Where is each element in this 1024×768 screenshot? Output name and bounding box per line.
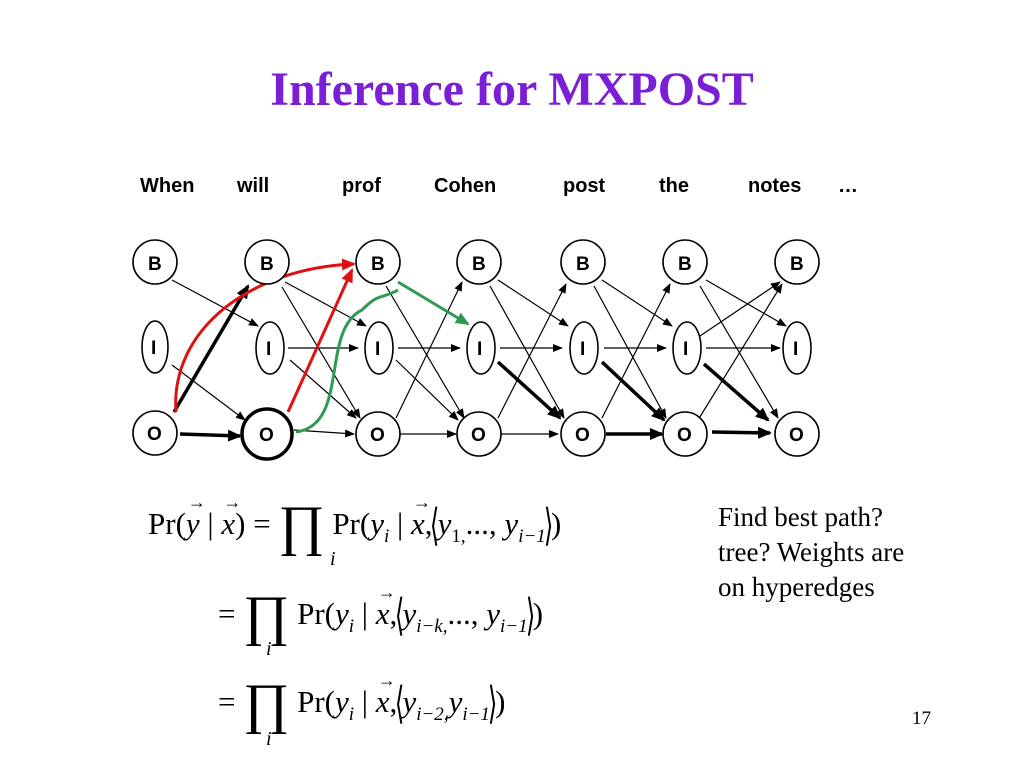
edge [593, 285, 667, 419]
edge [284, 281, 367, 327]
red-path-upper [174, 258, 356, 413]
edge [395, 281, 463, 419]
node-i-col6: I [782, 321, 812, 375]
bold-edges [172, 284, 772, 442]
product-index-3: i [266, 728, 272, 750]
word-prof: prof [342, 175, 381, 197]
svg-text:O: O [259, 425, 274, 446]
node-b-col2: B [355, 239, 401, 285]
svg-text:I: I [266, 339, 271, 360]
word-when: When [140, 175, 194, 197]
edge [699, 281, 781, 337]
word-post: post [563, 175, 606, 197]
bold-edge [702, 362, 770, 422]
edge [385, 285, 465, 419]
node-o-col4: O [560, 411, 606, 457]
product-symbol: ∏ [278, 495, 325, 557]
node-o-col1: O [240, 407, 294, 461]
thin-edges [171, 279, 787, 438]
bold-edge [711, 426, 772, 439]
edge [601, 283, 671, 419]
edge [489, 285, 565, 419]
edge [395, 359, 459, 421]
lattice-diagram: When will prof Cohen post the notes … [132, 175, 858, 461]
edge [705, 279, 787, 327]
node-b-col3: B [456, 239, 502, 285]
edge [497, 283, 567, 419]
node-i-col0: I [141, 320, 169, 374]
bold-edge [179, 429, 242, 442]
node-b-col4: B [560, 239, 606, 285]
edge [601, 279, 673, 327]
equation-line-1: Pr(y | x) = ∏ Pr(yi | x,⟨y1,..., yi−1⟩) [148, 492, 561, 557]
product-index-2: i [266, 638, 272, 660]
node-o-col2: O [355, 411, 401, 457]
edge [171, 364, 246, 421]
red-path-lower [286, 268, 354, 413]
side-note-line: on hyperedges [718, 572, 875, 602]
product-index-1: i [330, 548, 336, 570]
svg-text:O: O [147, 424, 162, 445]
word-the: the [659, 175, 689, 197]
svg-text:B: B [148, 254, 162, 275]
word-cohen: Cohen [434, 175, 496, 197]
node-o-col0: O [132, 410, 178, 456]
svg-text:O: O [789, 425, 804, 446]
svg-text:O: O [575, 425, 590, 446]
node-b-col0: B [132, 239, 178, 285]
bold-edge [172, 284, 250, 413]
svg-text:B: B [790, 254, 804, 275]
svg-text:I: I [375, 339, 380, 360]
svg-text:O: O [677, 425, 692, 446]
node-b-col1: B [244, 239, 290, 285]
word-will: will [236, 175, 269, 197]
side-note-line: tree? Weights are [718, 537, 905, 567]
svg-text:O: O [471, 425, 486, 446]
node-o-col5: O [662, 411, 708, 457]
svg-text:B: B [472, 254, 486, 275]
node-b-col6: B [774, 239, 820, 285]
svg-text:B: B [576, 254, 590, 275]
page-number: 17 [912, 708, 931, 729]
bold-edge [496, 360, 562, 420]
side-note: Find best path? tree? Weights are on hyp… [718, 500, 978, 605]
edge [289, 359, 357, 419]
svg-text:O: O [370, 425, 385, 446]
side-note-line: Find best path? [718, 502, 883, 532]
node-i-col1: I [255, 321, 285, 375]
svg-text:I: I [683, 339, 688, 360]
svg-text:B: B [371, 254, 385, 275]
node-o-col3: O [456, 411, 502, 457]
svg-text:I: I [151, 338, 156, 359]
equation-line-2: = ∏ Pr(yi | x,⟨yi−k,..., yi−1⟩) [218, 582, 543, 647]
green-path-curve [295, 288, 399, 434]
word-notes: notes [748, 175, 801, 197]
node-b-col5: B [662, 239, 708, 285]
slide-title: Inference for MXPOST [270, 63, 754, 116]
edge [497, 279, 569, 327]
product-symbol: ∏ [243, 585, 290, 647]
edge [281, 286, 361, 419]
bold-edge [600, 360, 666, 422]
node-o-col6: O [774, 411, 820, 457]
node-i-col2: I [364, 321, 394, 375]
node-i-col3: I [466, 321, 496, 375]
svg-text:B: B [260, 254, 274, 275]
product-symbol: ∏ [243, 673, 290, 735]
equation-line-3: = ∏ Pr(yi | x,⟨yi−2,yi−1⟩) [218, 670, 505, 735]
word-ellipsis: … [838, 175, 858, 197]
edge [171, 279, 259, 327]
svg-text:I: I [477, 339, 482, 360]
svg-text:I: I [580, 339, 585, 360]
green-path-arrow [397, 280, 470, 326]
node-i-col4: I [569, 321, 599, 375]
svg-text:I: I [793, 339, 798, 360]
svg-text:B: B [678, 254, 692, 275]
edge [699, 285, 779, 419]
edge [697, 283, 783, 421]
node-i-col5: I [672, 321, 702, 375]
